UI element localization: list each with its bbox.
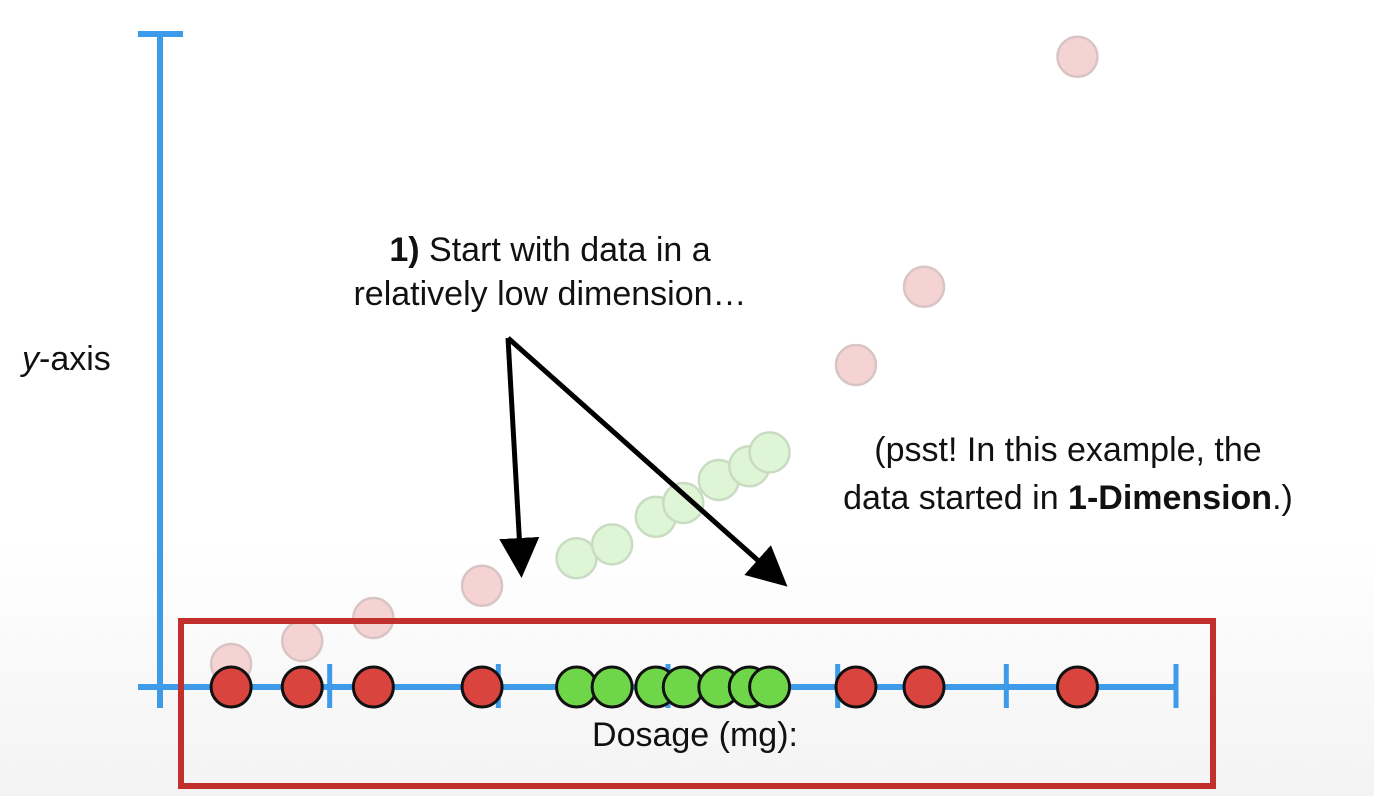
data-point-green-10 xyxy=(661,665,705,709)
1d-points-layer xyxy=(209,665,1099,709)
data-point-green-7 xyxy=(555,665,599,709)
faded-point-green-5 xyxy=(590,523,634,566)
data-point-green-13 xyxy=(748,665,792,709)
arrows-layer xyxy=(499,336,788,587)
arrow-left xyxy=(499,337,540,578)
annotation-step-1: 1) Start with data in a relatively low d… xyxy=(290,228,810,316)
annotation-psst-post: .) xyxy=(1272,479,1293,517)
faded-point-red-11 xyxy=(834,343,878,387)
annotation-step-1-number: 1) xyxy=(389,231,420,269)
annotation-step-1-line2: relatively low dimension… xyxy=(353,275,747,313)
data-point-red-3 xyxy=(460,665,504,709)
annotation-psst-bold: 1-Dimension xyxy=(1068,479,1273,517)
faded-point-green-10 xyxy=(748,431,791,474)
annotation-psst-line2: data started in 1-Dimension.) xyxy=(788,474,1348,522)
y-axis-label-rest: -axis xyxy=(39,340,111,378)
faded-point-red-12 xyxy=(902,265,946,309)
annotation-step-1-text: Start with data in a xyxy=(419,231,711,269)
data-point-red-2 xyxy=(351,665,395,709)
data-point-red-1 xyxy=(280,665,324,709)
faded-point-red-1 xyxy=(280,619,324,663)
data-point-red-0 xyxy=(209,665,253,709)
annotation-psst-line1: (psst! In this example, the xyxy=(874,431,1262,469)
data-point-green-8 xyxy=(590,665,634,709)
y-axis-label-italic: y xyxy=(22,340,39,378)
arrow-right xyxy=(506,336,788,587)
data-point-red-6 xyxy=(1055,665,1099,709)
faded-point-red-13 xyxy=(1056,35,1099,79)
x-axis-label: Dosage (mg): xyxy=(592,716,798,754)
annotation-psst-pre: data started in xyxy=(843,479,1069,517)
faded-point-green-4 xyxy=(555,536,598,580)
highlight-box xyxy=(178,618,1216,789)
faded-point-red-3 xyxy=(460,564,504,608)
annotation-step-1-line1: 1) Start with data in a xyxy=(290,228,810,272)
y-axis-label: y-axis xyxy=(22,340,111,379)
data-point-red-4 xyxy=(834,665,878,709)
faded-2d-points-layer xyxy=(209,35,1099,686)
data-point-red-5 xyxy=(902,665,946,709)
faded-point-green-7 xyxy=(661,481,705,525)
annotation-psst: (psst! In this example, the data started… xyxy=(788,426,1348,522)
axes-layer xyxy=(138,31,1179,708)
